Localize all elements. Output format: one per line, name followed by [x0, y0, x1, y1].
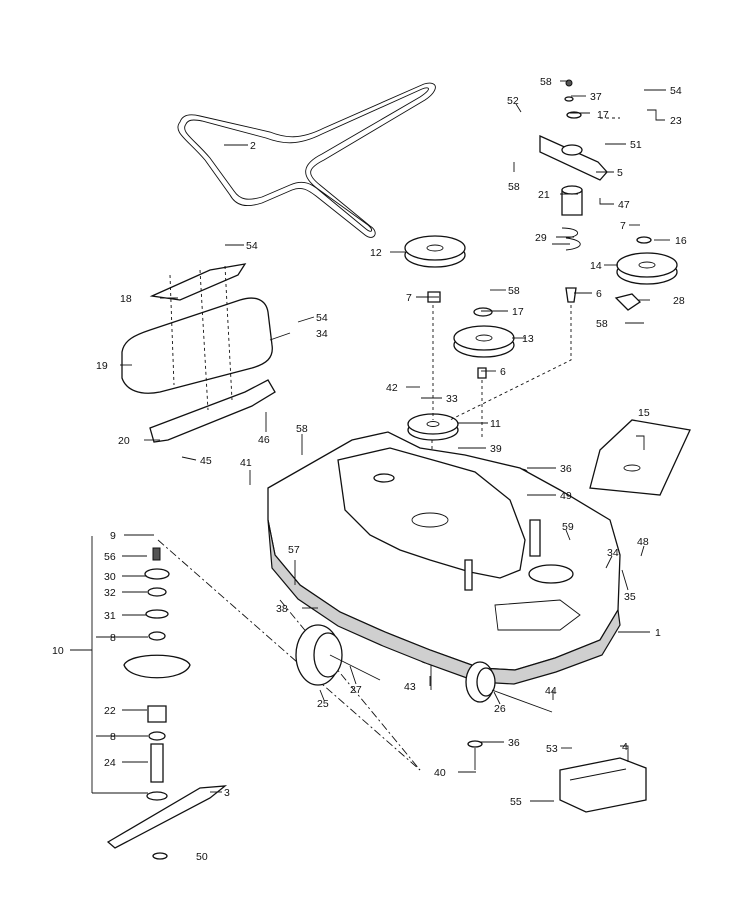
callout-c8a: 8	[110, 632, 116, 644]
callout-c45: 45	[200, 455, 212, 467]
callout-c54c: 54	[670, 85, 682, 97]
callout-c31: 31	[104, 610, 116, 622]
callout-c2: 2	[250, 140, 256, 152]
callout-c17a: 17	[512, 306, 524, 318]
callout-c49: 49	[560, 490, 572, 502]
callout-c13: 13	[522, 333, 534, 345]
leader-lines	[70, 80, 670, 802]
gauge-wheel-26	[465, 661, 553, 713]
callout-c47: 47	[618, 199, 630, 211]
callout-c4: 4	[622, 741, 628, 753]
pulley-11	[407, 413, 459, 441]
callout-c40: 40	[434, 767, 446, 779]
callout-c43: 43	[404, 681, 416, 693]
callout-c57: 57	[288, 544, 300, 556]
callout-c34b: 34	[607, 547, 619, 559]
callout-c53: 53	[546, 743, 558, 755]
baffle-bracket	[559, 757, 647, 813]
callout-c38: 38	[276, 603, 288, 615]
callout-c32: 32	[104, 587, 116, 599]
callout-c19: 19	[96, 360, 108, 372]
callout-c10: 10	[52, 645, 64, 657]
callout-c1: 1	[655, 627, 661, 639]
callout-c33: 33	[446, 393, 458, 405]
pulley-12	[404, 235, 466, 268]
callout-c54b: 54	[316, 312, 328, 324]
callout-c42: 42	[386, 382, 398, 394]
callout-c24: 24	[104, 757, 116, 769]
callout-c14: 14	[590, 260, 602, 272]
gauge-wheel-25	[295, 624, 381, 686]
callout-c8b: 8	[110, 731, 116, 743]
callout-c59: 59	[562, 521, 574, 533]
callout-c6a: 6	[596, 288, 602, 300]
callout-c7b: 7	[620, 220, 626, 232]
callout-c22: 22	[104, 705, 116, 717]
callout-c58c: 58	[508, 181, 520, 193]
callout-c58e: 58	[296, 423, 308, 435]
mower-deck	[267, 419, 691, 685]
callout-c30: 30	[104, 571, 116, 583]
callout-c16: 16	[675, 235, 687, 247]
callout-c9: 9	[110, 530, 116, 542]
callout-c55: 55	[510, 796, 522, 808]
callout-c44: 44	[545, 685, 557, 697]
callout-c35: 35	[624, 591, 636, 603]
callout-labels: 1 2 3 4 5 6 6 7 7 8 8 9 10 11 12 13 14 1…	[52, 76, 687, 863]
callout-c23: 23	[670, 115, 682, 127]
callout-c27: 27	[350, 684, 362, 696]
callout-c56: 56	[104, 551, 116, 563]
callout-c5: 5	[617, 167, 623, 179]
callout-c15: 15	[638, 407, 650, 419]
callout-c58a: 58	[540, 76, 552, 88]
callout-c51: 51	[630, 139, 642, 151]
callout-c3: 3	[224, 787, 230, 799]
callout-c36a: 36	[560, 463, 572, 475]
spindle-assembly	[123, 547, 191, 801]
callout-c7a: 7	[406, 292, 412, 304]
callout-c50: 50	[196, 851, 208, 863]
callout-c34a: 34	[316, 328, 328, 340]
callout-c12: 12	[370, 247, 382, 259]
callout-c17b: 17	[597, 109, 609, 121]
belt-shield-assembly	[121, 263, 276, 443]
callout-c25: 25	[317, 698, 329, 710]
drive-belt	[177, 82, 436, 238]
callout-c41: 41	[240, 457, 252, 469]
callout-c6b: 6	[500, 366, 506, 378]
callout-c26: 26	[494, 703, 506, 715]
callout-c29: 29	[535, 232, 547, 244]
callout-c11: 11	[490, 418, 501, 430]
callout-c28: 28	[673, 295, 685, 307]
callout-c58d: 58	[596, 318, 608, 330]
callout-c48: 48	[637, 536, 649, 548]
callout-c54a: 54	[246, 240, 258, 252]
callout-c21: 21	[538, 189, 550, 201]
pulley-14	[616, 252, 678, 285]
idler-arm-assembly	[539, 79, 608, 251]
callout-c37: 37	[590, 91, 602, 103]
callout-c36b: 36	[508, 737, 520, 749]
callout-c52: 52	[507, 95, 519, 107]
callout-c58b: 58	[508, 285, 520, 297]
callout-c18: 18	[120, 293, 132, 305]
callout-c20: 20	[118, 435, 130, 447]
pulley-13	[453, 325, 515, 358]
callout-c46: 46	[258, 434, 270, 446]
callout-c39: 39	[490, 443, 502, 455]
